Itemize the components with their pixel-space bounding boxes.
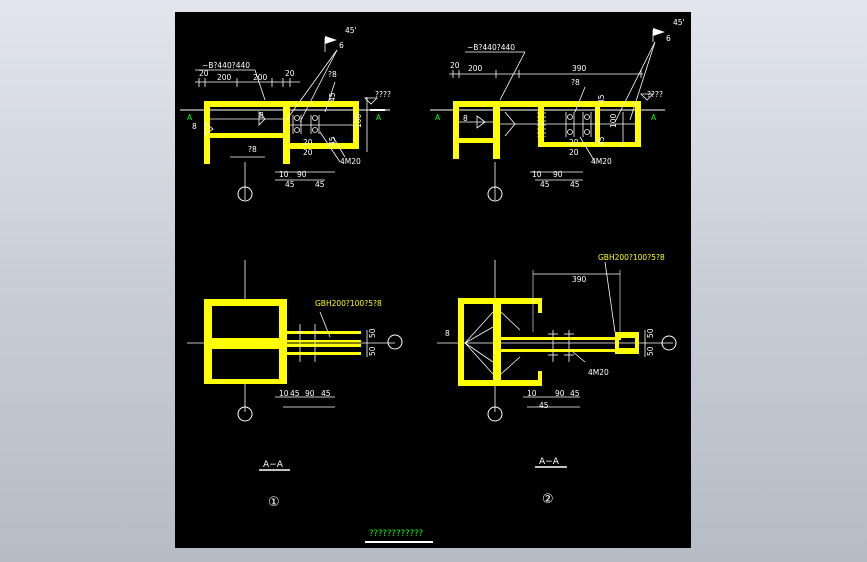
d2s-right-dim-50a: 50 (646, 328, 655, 338)
d2-bottom-dim-45a: 45 (540, 180, 550, 189)
d1-flag-size: 6 (339, 41, 344, 50)
d2-right-dim-45b: 45 (597, 136, 606, 146)
detail1-section-view (187, 260, 403, 422)
d1-level: ???? (375, 90, 391, 99)
d1-bottom-dim-90: 90 (297, 170, 307, 179)
d2-dim-390: 390 (572, 64, 587, 73)
d1-right-dim-45b: 45 (328, 136, 337, 146)
d2-plate-label: −B?440?440 (467, 43, 515, 52)
d1-right-dim-100: 100 (354, 113, 363, 128)
d2-right-dim-45a: 45 (597, 94, 606, 104)
cad-drawing: −B?440?440 20 200 200 20 ?8 8 8 ?8 45' 6… (180, 18, 685, 543)
d1-right-dim-45a: 45 (328, 92, 337, 102)
d1-bottom-dim-45b: 45 (315, 180, 325, 189)
d1s-bottom-dim-10: 10 (279, 389, 289, 398)
d2s-dim-390: 390 (572, 275, 587, 284)
d2-bottom-dim-45b: 45 (570, 180, 580, 189)
d1-weld-left: 8 (259, 111, 264, 120)
axis-bubble (387, 334, 403, 350)
d1-weld-left2: 8 (192, 122, 197, 131)
d2-bolt-label: 4M20 (591, 157, 612, 166)
d2-dim-20: 20 (450, 61, 460, 70)
d2s-right-dim-50b: 50 (646, 346, 655, 356)
d2s-bottom-dim-90: 90 (555, 389, 565, 398)
d1-section-mark-left: A (187, 113, 193, 122)
d2-section-mark-left: A (435, 113, 441, 122)
d1-bottom-dim-10: 10 (279, 170, 289, 179)
d1-side-20b: 20 (303, 148, 313, 157)
detail2-top-view (430, 28, 665, 202)
d2-right-dim-100: 100 (609, 113, 618, 128)
d1-bolt-label: 4M20 (340, 157, 361, 166)
d1-beam-label: GBH200?100?5?8 (315, 299, 382, 308)
axis-bubble (237, 406, 253, 422)
d2s-weld-size: 8 (445, 329, 450, 338)
d1-flag-angle: 45' (345, 26, 357, 35)
d2-bottom-dim-10: 10 (532, 170, 542, 179)
d2-level: ???? (647, 90, 663, 99)
footer-title: ???????????? (369, 529, 423, 539)
d2-bottom-dim-90: 90 (553, 170, 563, 179)
d2-beam-label: GBH200?100?5?8 (598, 253, 665, 262)
d1-dim-20a: 20 (199, 69, 209, 78)
detail1-top-view (180, 36, 390, 202)
axis-bubble (661, 335, 677, 351)
d2-weld-left: 8 (463, 114, 468, 123)
d2-side-20a: 20 (569, 138, 579, 147)
drawing-canvas: −B?440?440 20 200 200 20 ?8 8 8 ?8 45' 6… (175, 12, 691, 548)
d1-side-20a: 20 (303, 138, 313, 147)
d1s-bottom-dim-45a: 45 (290, 389, 300, 398)
d1-weld-size: ?8 (328, 70, 337, 79)
d1-weld-bottom: ?8 (248, 145, 257, 154)
d1-dim-200b: 200 (253, 73, 268, 82)
caption-section-2: A−A (539, 457, 560, 467)
d2-dim-200: 200 (468, 64, 483, 73)
d2-flag-angle: 45' (673, 18, 685, 27)
d1-dim-200a: 200 (217, 73, 232, 82)
caption-number-1: ① (268, 495, 280, 510)
axis-bubble (237, 186, 253, 202)
d1-plate-label: −B?440?440 (202, 61, 250, 70)
d2-side-20b: 20 (569, 148, 579, 157)
d1s-bottom-dim-90: 90 (305, 389, 315, 398)
axis-bubble (487, 186, 503, 202)
axis-bubble (487, 406, 503, 422)
d1s-bottom-dim-45b: 45 (321, 389, 331, 398)
d2-weld-size: ?8 (571, 78, 580, 87)
caption-section-1: A−A (263, 460, 284, 470)
d1s-right-dim-50a: 50 (368, 328, 377, 338)
caption-number-2: ② (542, 492, 554, 507)
d2s-bolt-label: 4M20 (588, 368, 609, 377)
d1-bottom-dim-45a: 45 (285, 180, 295, 189)
d2s-bottom-dim-45a: 45 (539, 401, 549, 410)
d2s-bottom-dim-10: 10 (527, 389, 537, 398)
d1s-right-dim-50b: 50 (368, 346, 377, 356)
d2s-bottom-dim-45b: 45 (570, 389, 580, 398)
d1-section-mark-right: A (376, 113, 382, 122)
d2-flag-size: 6 (666, 34, 671, 43)
d2-section-mark-right: A (651, 113, 657, 122)
detail2-section-view (437, 260, 677, 422)
d1-dim-20b: 20 (285, 69, 295, 78)
